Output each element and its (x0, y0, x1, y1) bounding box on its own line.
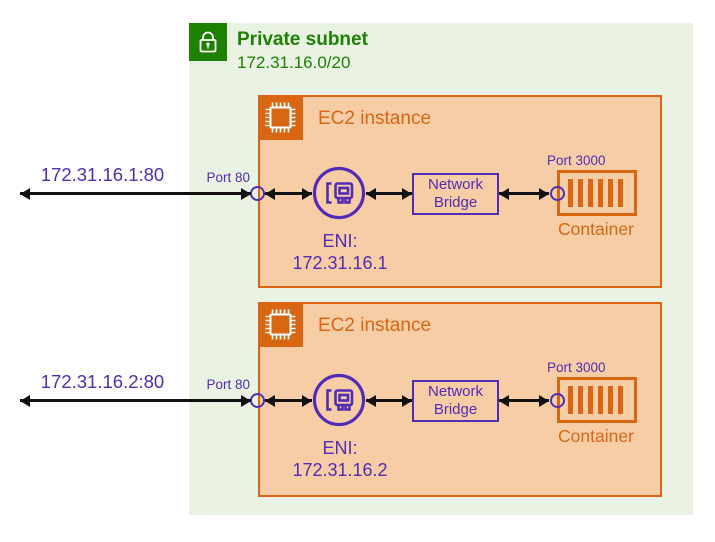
eni-port-circle (250, 186, 265, 201)
container-label: Container (558, 426, 634, 446)
lock-icon (189, 23, 227, 61)
external-endpoint-2: 172.31.16.2:80 (40, 371, 165, 392)
eni-label: ENI: 172.31.16.1 (270, 230, 410, 274)
bridge-label-line2: Bridge (433, 401, 478, 418)
arrow-eni-to-bridge (366, 187, 412, 200)
ec2-instance-box-2: EC2 instance ENI: 172.31.16.2 Network Br… (250, 301, 662, 497)
bridge-label-line1: Network (427, 383, 483, 400)
subnet-cidr: 172.31.16.0/20 (237, 53, 351, 72)
eni-ip: 172.31.16.2 (292, 460, 388, 480)
container-icon (557, 377, 637, 423)
container-port-label: Port 3000 (547, 360, 606, 375)
container-icon (557, 170, 637, 216)
eni-title: ENI: (322, 231, 358, 251)
arrow-eni-to-bridge (366, 394, 412, 407)
container-port-circle (550, 393, 565, 408)
arrow-external-1 (20, 187, 251, 200)
chip-icon (257, 301, 303, 347)
external-endpoint-1: 172.31.16.1:80 (40, 164, 165, 185)
bridge-label-line1: Network (427, 176, 483, 193)
port-80-label-2: Port 80 (206, 377, 250, 392)
network-interface-icon (312, 373, 366, 427)
arrow-bridge-to-container (499, 394, 549, 407)
network-bridge-box: Network Bridge (412, 380, 499, 422)
eni-label: ENI: 172.31.16.2 (270, 437, 410, 481)
container-stripes (568, 179, 627, 207)
container-stripes (568, 386, 627, 414)
eni-title: ENI: (322, 438, 358, 458)
ec2-instance-title: EC2 instance (318, 108, 432, 129)
container-port-circle (550, 186, 565, 201)
bridge-label-line2: Bridge (433, 194, 478, 211)
arrow-port-to-eni (265, 394, 312, 407)
network-bridge-box: Network Bridge (412, 173, 499, 215)
arrow-bridge-to-container (499, 187, 549, 200)
port-80-label-1: Port 80 (206, 170, 250, 185)
ec2-instance-title: EC2 instance (318, 315, 432, 336)
eni-ip: 172.31.16.1 (292, 253, 388, 273)
network-interface-icon (312, 166, 366, 220)
container-label: Container (558, 219, 634, 239)
container-port-label: Port 3000 (547, 153, 606, 168)
subnet-title: Private subnet (237, 29, 368, 50)
ec2-instance-box-1: EC2 instance ENI: 172.31.16.1 Network Br… (250, 94, 662, 288)
chip-icon (257, 94, 303, 140)
arrow-port-to-eni (265, 187, 312, 200)
arrow-external-2 (20, 394, 251, 407)
eni-port-circle (250, 393, 265, 408)
